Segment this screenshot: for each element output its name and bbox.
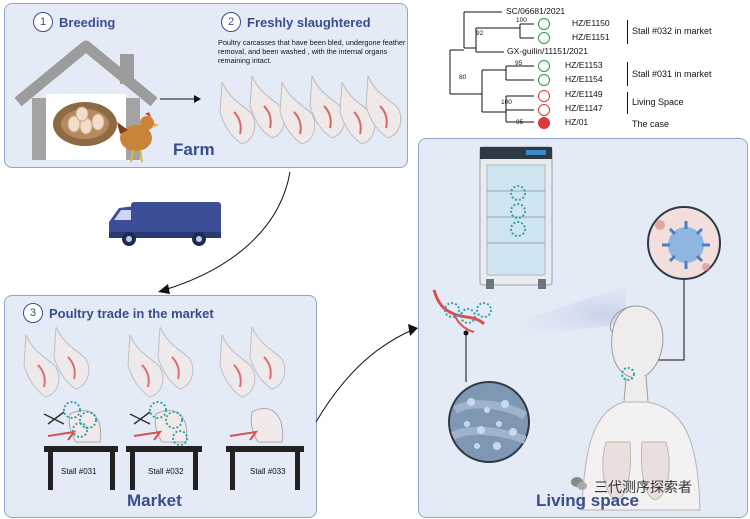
stall-label: Stall #032: [148, 467, 184, 476]
step-slaughtered: 2 Freshly slaughtered: [221, 12, 371, 32]
taxon-label: HZ/E1153: [565, 60, 603, 70]
bootstrap-value: 80: [459, 74, 467, 81]
surface-magnified: [448, 381, 530, 463]
group-bracket: [627, 20, 628, 44]
group-bracket: [627, 62, 628, 86]
stall-label: Stall #033: [250, 467, 286, 476]
bootstrap-value: 100: [501, 99, 512, 106]
spread-arrow: [315, 324, 418, 423]
surface-connector: [463, 330, 469, 382]
stall-label: Stall #031: [61, 467, 97, 476]
slaughter-description: Poultry carcasses that have been bled, u…: [218, 38, 406, 65]
taxon-label: HZ/E1154: [565, 74, 603, 84]
carcass-illustration: [219, 75, 402, 145]
step-market: 3 Poultry trade in the market: [23, 303, 214, 323]
step-number: 2: [221, 12, 241, 32]
step-label: Poultry trade in the market: [49, 305, 214, 321]
bootstrap-value: 95: [515, 60, 523, 67]
watermark-text: 三代测序探索者: [594, 479, 692, 495]
green-open-marker: [538, 74, 550, 86]
living-space-title: Living space: [536, 491, 639, 510]
step-number: 3: [23, 303, 43, 323]
step-label: Freshly slaughtered: [247, 14, 371, 30]
step-label: Breeding: [59, 14, 116, 30]
group-label: The case: [632, 119, 670, 129]
stall-table-033: [226, 408, 304, 490]
person-illustration: [581, 305, 701, 511]
van-illustration: [109, 202, 221, 246]
taxon-label: SC/06681/2021: [506, 6, 566, 16]
wechat-icon: [570, 475, 588, 493]
taxon-label: GX-guilin/11151/2021: [507, 46, 588, 56]
green-open-marker: [538, 32, 550, 44]
group-label: Stall #031 in market: [632, 69, 712, 79]
bootstrap-value: 95: [516, 119, 524, 126]
hen-illustration: [117, 112, 159, 163]
virus-magnified: [647, 206, 721, 280]
process-arrow: [160, 95, 201, 103]
farm-title: Farm: [173, 140, 215, 159]
group-label: Stall #032 in market: [632, 26, 712, 36]
bootstrap-value: 100: [516, 17, 527, 24]
red-open-marker: [538, 90, 550, 102]
taxon-label: HZ/E1149: [565, 89, 603, 99]
group-bracket: [627, 92, 628, 114]
refrigerator-illustration: [479, 146, 553, 289]
taxon-label: HZ/01: [565, 117, 589, 127]
taxon-label: HZ/E1151: [572, 32, 610, 42]
transport-arrow: [158, 171, 291, 294]
taxon-label: HZ/E1150: [572, 18, 610, 28]
phylogenetic-tree: [449, 11, 534, 123]
stall-tables: [43, 401, 304, 490]
green-open-marker: [538, 60, 550, 72]
market-title: Market: [127, 491, 182, 510]
stall-table-032: [126, 401, 202, 490]
aerosol-spray: [474, 286, 626, 342]
house-illustration: [14, 40, 158, 160]
green-open-marker: [538, 18, 550, 30]
stall-table-031: [43, 401, 118, 490]
bootstrap-value: 92: [476, 30, 484, 37]
chicken-carcass-living: [432, 289, 492, 333]
step-number: 1: [33, 12, 53, 32]
step-breeding: 1 Breeding: [33, 12, 115, 32]
red-open-marker: [538, 104, 550, 116]
red-filled-marker: [538, 117, 550, 129]
market-carcasses: [23, 326, 286, 398]
group-label: Living Space: [632, 97, 684, 107]
taxon-label: HZ/E1147: [565, 103, 603, 113]
